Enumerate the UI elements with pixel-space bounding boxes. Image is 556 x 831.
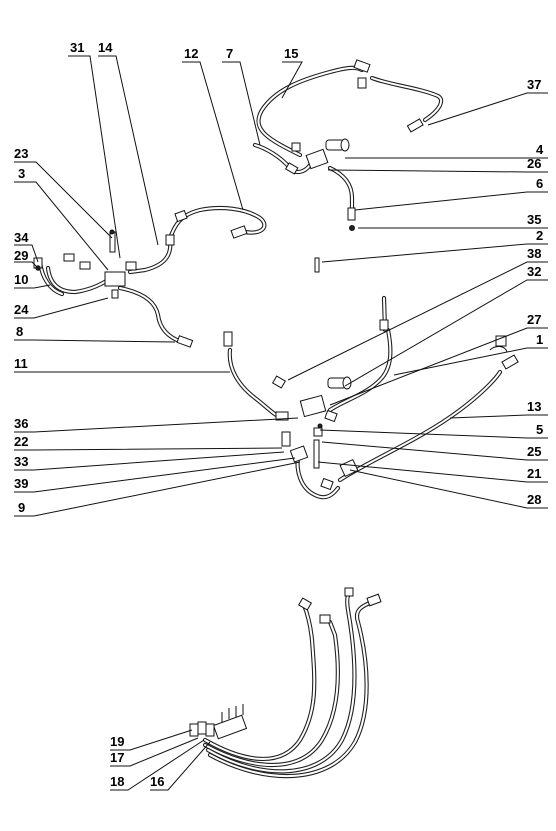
callout-12: 12 bbox=[184, 46, 198, 61]
callout-22: 22 bbox=[14, 434, 28, 449]
callout-7: 7 bbox=[226, 46, 233, 61]
callout-17: 17 bbox=[110, 750, 124, 765]
callout-34: 34 bbox=[14, 230, 29, 245]
callout-9: 9 bbox=[18, 500, 25, 515]
callout-1: 1 bbox=[536, 332, 543, 347]
callout-24: 24 bbox=[14, 302, 29, 317]
callout-6: 6 bbox=[536, 176, 543, 191]
callout-8: 8 bbox=[16, 324, 23, 339]
callout-labels: 31 14 12 7 15 37 23 3 4 26 6 35 34 29 10… bbox=[14, 40, 544, 789]
callout-2: 2 bbox=[536, 228, 543, 243]
callout-3: 3 bbox=[18, 166, 25, 181]
callout-33: 33 bbox=[14, 454, 28, 469]
callout-11: 11 bbox=[14, 356, 28, 371]
callout-35: 35 bbox=[527, 212, 541, 227]
callout-14: 14 bbox=[98, 40, 113, 55]
leader-lines bbox=[14, 55, 548, 791]
callout-18: 18 bbox=[110, 774, 124, 789]
callout-38: 38 bbox=[527, 246, 541, 261]
callout-32: 32 bbox=[527, 264, 541, 279]
callout-27: 27 bbox=[527, 312, 541, 327]
callout-28: 28 bbox=[527, 492, 541, 507]
callout-10: 10 bbox=[14, 272, 28, 287]
callout-36: 36 bbox=[14, 416, 28, 431]
callout-13: 13 bbox=[527, 399, 541, 414]
lower-assembly bbox=[189, 587, 382, 779]
upper-right-assembly bbox=[252, 59, 444, 231]
callout-39: 39 bbox=[14, 476, 28, 491]
callout-37: 37 bbox=[527, 77, 541, 92]
callout-25: 25 bbox=[527, 444, 541, 459]
callout-16: 16 bbox=[150, 774, 164, 789]
callout-29: 29 bbox=[14, 248, 28, 263]
callout-21: 21 bbox=[527, 466, 541, 481]
middle-assembly bbox=[223, 257, 519, 500]
callout-19: 19 bbox=[110, 734, 124, 749]
callout-23: 23 bbox=[14, 146, 28, 161]
callout-31: 31 bbox=[70, 40, 84, 55]
upper-left-assembly bbox=[33, 206, 267, 348]
callout-5: 5 bbox=[536, 422, 543, 437]
callout-15: 15 bbox=[284, 46, 298, 61]
callout-4: 4 bbox=[536, 142, 544, 157]
callout-26: 26 bbox=[527, 156, 541, 171]
